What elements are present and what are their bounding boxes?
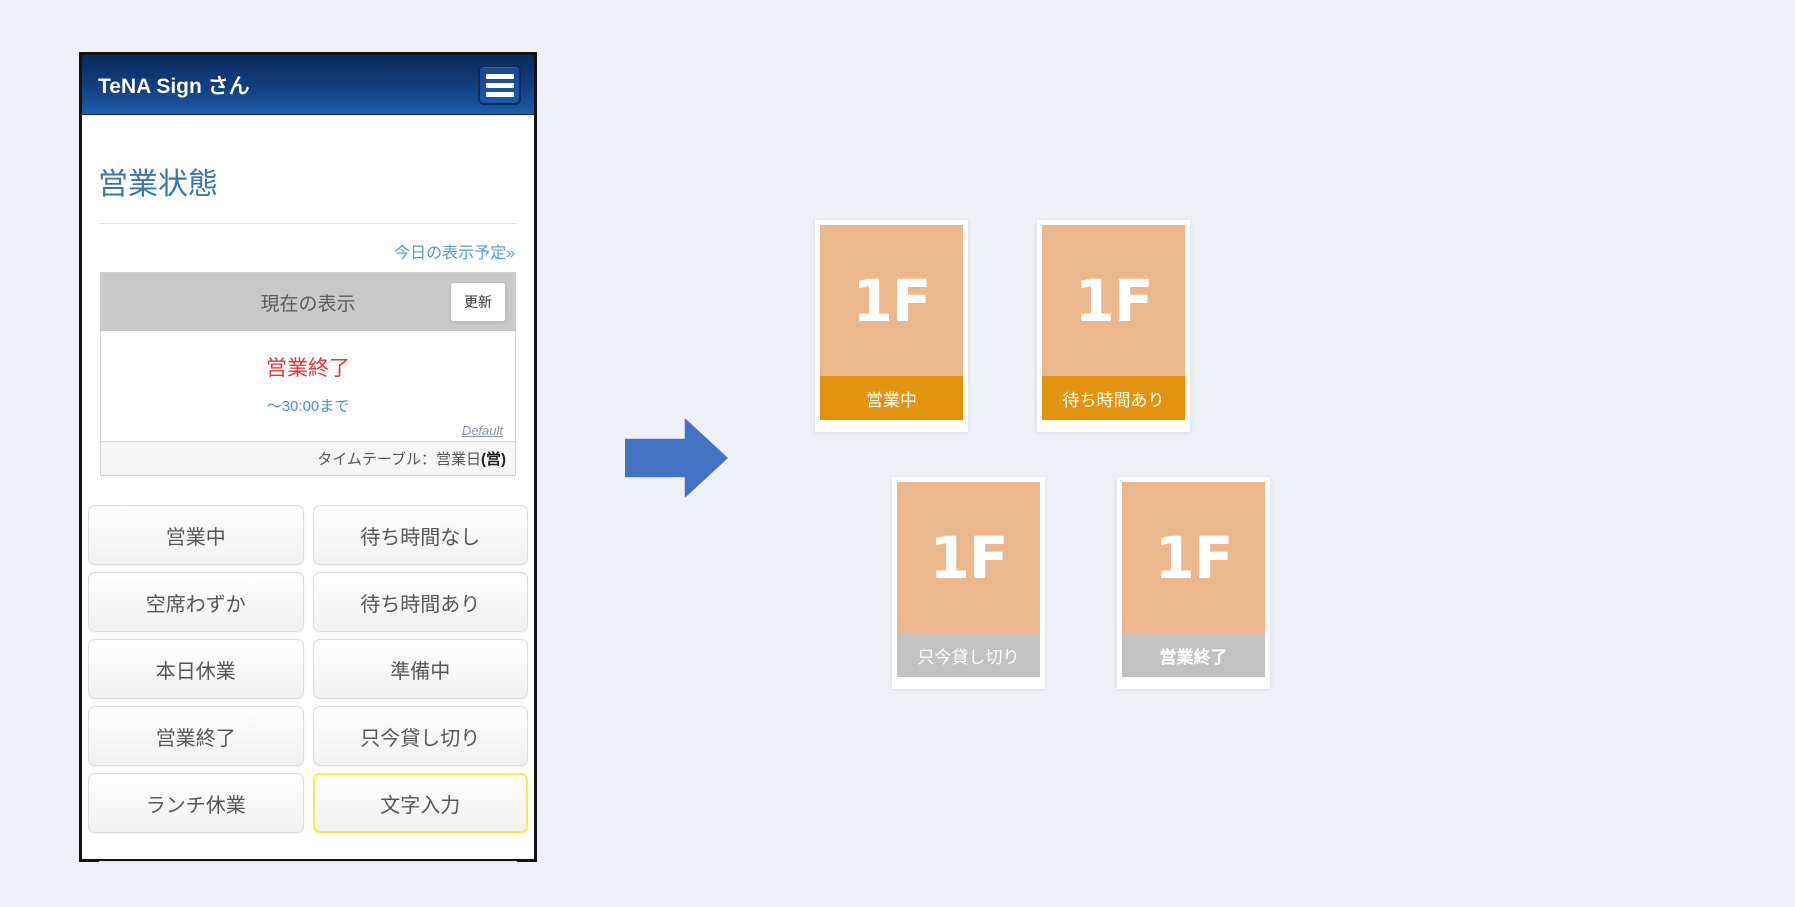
hamburger-icon bbox=[485, 73, 514, 79]
divider bbox=[99, 223, 517, 224]
app-header: TeNA Sign さん bbox=[82, 55, 534, 115]
status-button-wait-time[interactable]: 待ち時間あり bbox=[312, 572, 528, 632]
current-display-header: 現在の表示 更新 bbox=[101, 273, 515, 331]
until-time-text: 〜30:00まで bbox=[266, 398, 350, 415]
status-button-text-input[interactable]: 文字入力 bbox=[312, 773, 528, 833]
status-button-preparing[interactable]: 準備中 bbox=[312, 639, 528, 699]
hamburger-menu-button[interactable] bbox=[478, 65, 521, 105]
sign-preview-open: 1F 営業中 bbox=[815, 220, 968, 432]
floor-label: 1F bbox=[929, 523, 1009, 592]
sign-status-bar: 待ち時間あり bbox=[1042, 376, 1185, 420]
sign-floor-area: 1F bbox=[820, 225, 963, 376]
current-display-title: 現在の表示 bbox=[260, 294, 356, 315]
status-button-grid: 営業中 待ち時間なし 空席わずか 待ち時間あり 本日休業 準備中 営業終了 只今… bbox=[88, 505, 528, 833]
timetable-footer: タイムテーブル：営業日(営) bbox=[101, 441, 515, 475]
update-button[interactable]: 更新 bbox=[450, 282, 506, 322]
status-button-open[interactable]: 営業中 bbox=[88, 505, 304, 565]
timetable-bold: (営) bbox=[481, 451, 506, 468]
hamburger-icon bbox=[485, 82, 514, 88]
sign-status-bar: 営業中 bbox=[820, 376, 963, 420]
status-button-reserved[interactable]: 只今貸し切り bbox=[312, 706, 528, 766]
sign-status-bar: 只今貸し切り bbox=[897, 633, 1040, 677]
status-button-closed-today[interactable]: 本日休業 bbox=[88, 639, 304, 699]
page-title: 営業状態 bbox=[98, 168, 218, 201]
phone-mockup: TeNA Sign さん 営業状態 今日の表示予定» 現在の表示 更新 営業終了… bbox=[79, 52, 537, 862]
sign-preview-reserved: 1F 只今貸し切り bbox=[892, 477, 1045, 689]
default-link[interactable]: Default bbox=[461, 423, 503, 438]
status-button-lunch-break[interactable]: ランチ休業 bbox=[88, 773, 304, 833]
hamburger-icon bbox=[485, 91, 514, 97]
divider bbox=[99, 861, 517, 862]
sign-floor-area: 1F bbox=[897, 482, 1040, 633]
timetable-label: タイムテーブル：営業日 bbox=[317, 451, 481, 468]
status-button-closed[interactable]: 営業終了 bbox=[88, 706, 304, 766]
sign-status-bar: 営業終了 bbox=[1122, 633, 1265, 677]
current-display-panel: 現在の表示 更新 営業終了 〜30:00まで Default タイムテーブル：営… bbox=[100, 272, 516, 476]
sign-preview-wait-time: 1F 待ち時間あり bbox=[1037, 220, 1190, 432]
sign-preview-closed: 1F 営業終了 bbox=[1117, 477, 1270, 689]
sign-floor-area: 1F bbox=[1122, 482, 1265, 633]
current-display-body: 営業終了 〜30:00まで Default bbox=[101, 331, 515, 441]
current-status-text: 営業終了 bbox=[266, 357, 350, 380]
status-button-no-wait[interactable]: 待ち時間なし bbox=[312, 505, 528, 565]
floor-label: 1F bbox=[1154, 523, 1234, 592]
floor-label: 1F bbox=[852, 266, 932, 335]
status-button-few-seats[interactable]: 空席わずか bbox=[88, 572, 304, 632]
today-schedule-link-row: 今日の表示予定» bbox=[101, 239, 515, 263]
today-schedule-link[interactable]: 今日の表示予定» bbox=[394, 245, 515, 262]
app-title: TeNA Sign さん bbox=[98, 74, 250, 98]
sign-floor-area: 1F bbox=[1042, 225, 1185, 376]
floor-label: 1F bbox=[1074, 266, 1154, 335]
right-arrow-icon bbox=[625, 418, 728, 498]
